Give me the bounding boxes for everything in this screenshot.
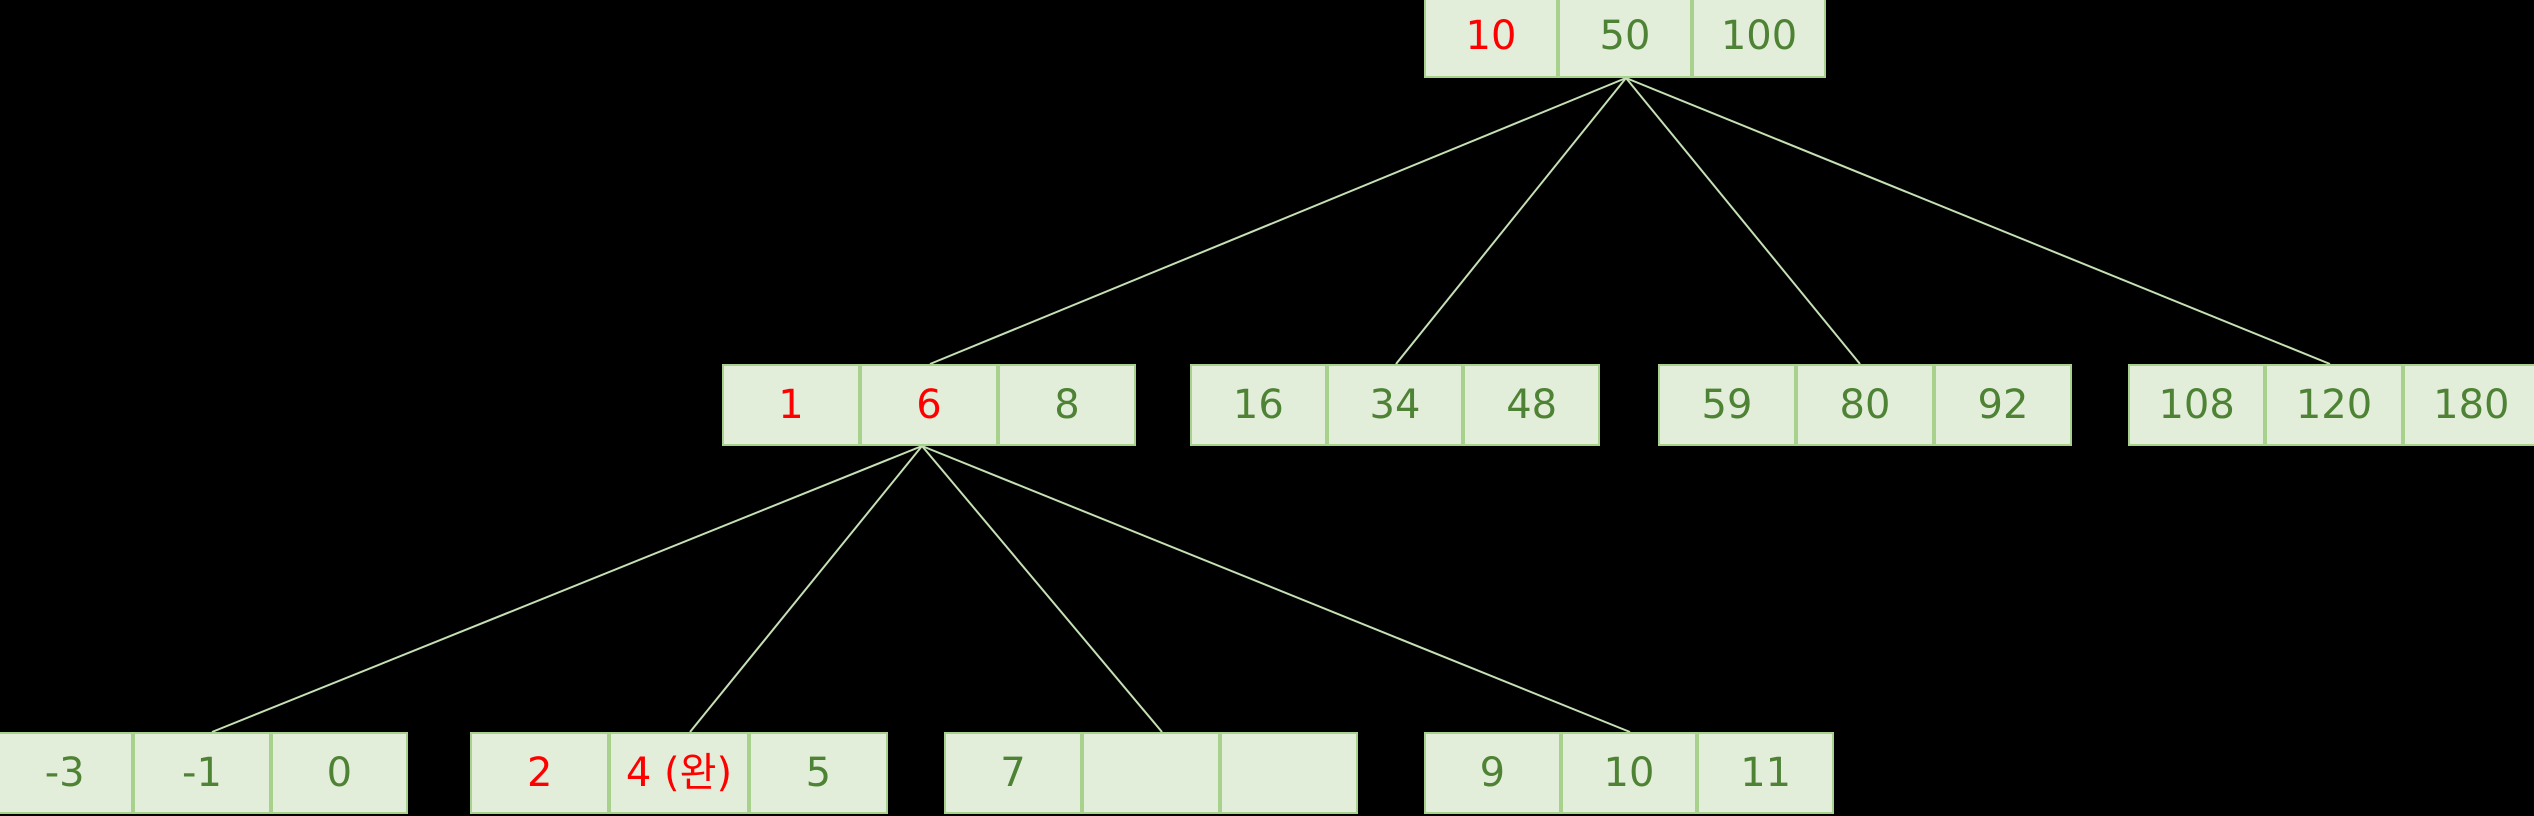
btree-cell-internal-4-1[interactable]: 120: [2265, 364, 2403, 446]
btree-cell-leaf-1-0[interactable]: -3: [0, 732, 134, 814]
btree-node-leaf-3[interactable]: 7: [944, 732, 1358, 814]
btree-cell-leaf-2-2[interactable]: 5: [748, 732, 888, 814]
tree-edge-root-to-internal-4: [1625, 77, 2331, 365]
btree-cell-internal-1-1[interactable]: 6: [860, 364, 998, 446]
btree-cell-internal-4-2[interactable]: 180: [2402, 364, 2534, 446]
btree-cell-root-2[interactable]: 100: [1692, 0, 1826, 78]
btree-cell-root-0[interactable]: 10: [1424, 0, 1558, 78]
btree-cell-internal-2-1[interactable]: 34: [1326, 364, 1464, 446]
btree-cell-internal-4-0[interactable]: 108: [2128, 364, 2266, 446]
tree-edge-internal-1-to-leaf-2: [689, 445, 923, 733]
btree-cell-internal-2-2[interactable]: 48: [1463, 364, 1600, 446]
btree-cell-leaf-3-2[interactable]: [1220, 732, 1358, 814]
btree-cell-internal-3-0[interactable]: 59: [1658, 364, 1796, 446]
btree-cell-leaf-2-1[interactable]: 4 (완): [609, 732, 749, 814]
btree-cell-leaf-4-2[interactable]: 11: [1697, 732, 1834, 814]
tree-edge-internal-1-to-leaf-1: [211, 445, 923, 733]
tree-edge-internal-1-to-leaf-3: [921, 445, 1163, 733]
tree-edge-internal-1-to-leaf-4: [921, 445, 1631, 733]
btree-cell-internal-1-2[interactable]: 8: [998, 364, 1136, 446]
btree-cell-internal-1-0[interactable]: 1: [722, 364, 860, 446]
btree-cell-internal-3-1[interactable]: 80: [1796, 364, 1934, 446]
tree-edge-root-to-internal-2: [1395, 77, 1627, 365]
btree-cell-leaf-3-0[interactable]: 7: [944, 732, 1082, 814]
tree-edge-root-to-internal-3: [1625, 77, 1861, 365]
btree-cell-internal-2-0[interactable]: 16: [1190, 364, 1327, 446]
btree-cell-leaf-1-1[interactable]: -1: [133, 732, 271, 814]
btree-cell-root-1[interactable]: 50: [1558, 0, 1692, 78]
btree-cell-leaf-4-1[interactable]: 10: [1560, 732, 1698, 814]
btree-cell-leaf-2-0[interactable]: 2: [470, 732, 610, 814]
btree-cell-leaf-1-2[interactable]: 0: [270, 732, 408, 814]
btree-cell-leaf-4-0[interactable]: 9: [1424, 732, 1561, 814]
tree-edge-root-to-internal-1: [929, 77, 1627, 365]
btree-cell-internal-3-2[interactable]: 92: [1934, 364, 2072, 446]
btree-cell-leaf-3-1[interactable]: [1082, 732, 1220, 814]
